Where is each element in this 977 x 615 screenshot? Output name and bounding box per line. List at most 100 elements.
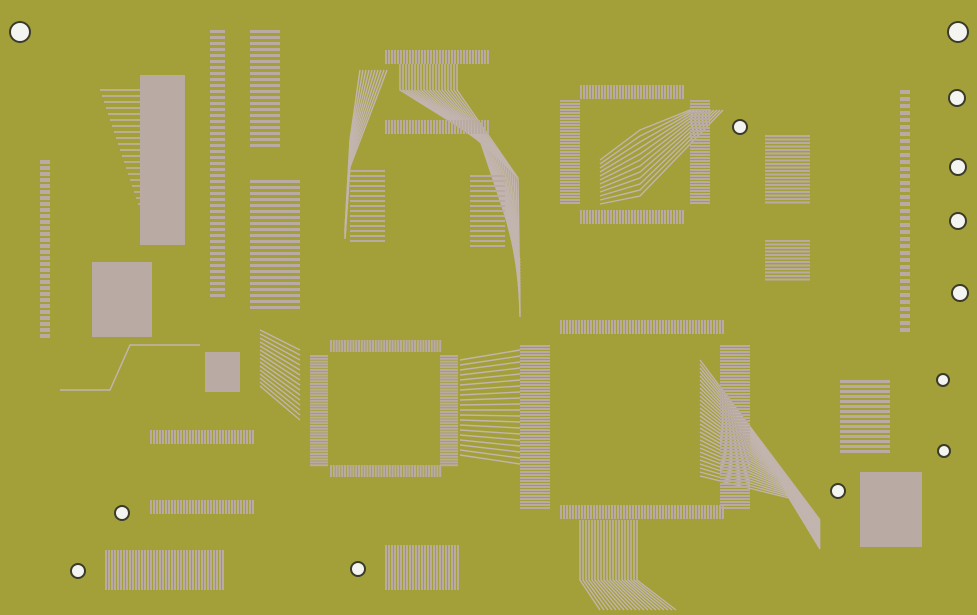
qfp-pad — [649, 85, 651, 99]
qfp-pad — [605, 320, 607, 334]
passive-pad — [210, 30, 225, 33]
passive-pad — [840, 385, 890, 388]
qfp-pad — [520, 420, 550, 422]
connector-pin — [216, 550, 218, 590]
qfp-pad — [631, 210, 633, 224]
passive-pad — [470, 210, 505, 212]
qfp-pad — [617, 320, 619, 334]
soic-pad — [213, 500, 215, 514]
passive-pad — [470, 245, 505, 247]
qfp-pad — [310, 405, 328, 408]
connector-pin — [192, 550, 194, 590]
via-pad — [900, 265, 910, 269]
qfp-pad — [656, 320, 658, 334]
qfp-pad — [457, 120, 459, 134]
qfp-pad — [560, 100, 580, 102]
soic-pad — [189, 500, 191, 514]
soic-pad — [213, 430, 215, 444]
qfp-pad — [402, 465, 405, 477]
qfp-pad — [704, 505, 706, 519]
via-pad — [40, 280, 50, 284]
qfp-pad — [637, 210, 639, 224]
passive-pad — [250, 36, 280, 39]
qfp-pad — [520, 456, 550, 458]
qfp-pad — [690, 130, 710, 132]
qfp-pad — [560, 184, 580, 186]
qfp-pad — [520, 429, 550, 431]
qfp-pad — [560, 136, 580, 138]
passive-pad — [250, 216, 300, 219]
passive-pad — [210, 84, 225, 87]
passive-pad — [210, 204, 225, 207]
qfp-pad — [690, 184, 710, 186]
trace — [259, 361, 301, 391]
trace — [459, 419, 521, 423]
connector-pin — [195, 550, 197, 590]
passive-pad — [250, 252, 300, 255]
qfp-pad — [520, 348, 550, 350]
qfp-pad — [611, 505, 613, 519]
qfp-pad — [440, 453, 458, 455]
qfp-pad — [720, 405, 750, 407]
qfp-pad — [440, 360, 458, 363]
passive-pad — [250, 120, 280, 123]
qfp-pad — [602, 505, 604, 519]
qfp-pad — [440, 391, 458, 394]
passive-pad — [210, 78, 225, 81]
qfp-pad — [607, 210, 609, 224]
soic-pad — [240, 500, 242, 514]
qfp-pad — [391, 340, 394, 352]
trace — [259, 341, 301, 366]
qfp-pad — [454, 50, 456, 64]
qfp-pad — [469, 120, 471, 134]
qfp-pad — [397, 465, 400, 477]
trace — [259, 329, 301, 351]
qfp-pad — [668, 505, 670, 519]
passive-pad — [470, 195, 505, 197]
passive-pad — [470, 215, 505, 217]
connector-pin — [147, 550, 149, 590]
via-pad — [900, 174, 910, 178]
connector-pin — [421, 545, 423, 590]
passive-pad — [250, 90, 280, 93]
bga-footprint — [205, 352, 240, 392]
qfp-pad — [520, 495, 550, 497]
qfp-pad — [310, 419, 328, 422]
passive-pad — [350, 205, 385, 207]
qfp-pad — [369, 340, 372, 352]
qfp-pad — [436, 120, 438, 134]
qfp-pad — [338, 340, 341, 352]
qfp-pad — [683, 320, 685, 334]
qfp-pad — [424, 120, 426, 134]
qfp-pad — [475, 120, 477, 134]
qfp-pad — [394, 465, 397, 477]
qfp-pad — [310, 413, 328, 416]
mounting-hole — [832, 485, 844, 497]
qfp-pad — [665, 505, 667, 519]
passive-pad — [250, 186, 300, 189]
resistor-array-pad — [765, 152, 810, 155]
trace — [591, 520, 617, 611]
qfp-pad — [698, 320, 700, 334]
qfp-pad — [676, 210, 678, 224]
qfp-pad — [680, 320, 682, 334]
qfp-pad — [643, 210, 645, 224]
qfp-pad — [629, 505, 631, 519]
qfp-pad — [460, 50, 462, 64]
connector-pin — [111, 550, 113, 590]
mounting-hole — [951, 214, 965, 228]
soic-pad — [234, 500, 236, 514]
qfp-pad — [560, 193, 580, 195]
qfp-pad — [622, 210, 624, 224]
qfp-pad — [720, 444, 750, 446]
soic-pad — [228, 430, 230, 444]
passive-pad — [350, 225, 385, 227]
qfp-pad — [560, 112, 580, 114]
qfp-pad — [310, 450, 328, 453]
passive-pad — [250, 114, 280, 117]
qfp-pad — [720, 468, 750, 470]
qfp-pad — [674, 320, 676, 334]
qfp-pad — [416, 340, 419, 352]
trace — [603, 520, 633, 611]
qfp-pad — [463, 50, 465, 64]
